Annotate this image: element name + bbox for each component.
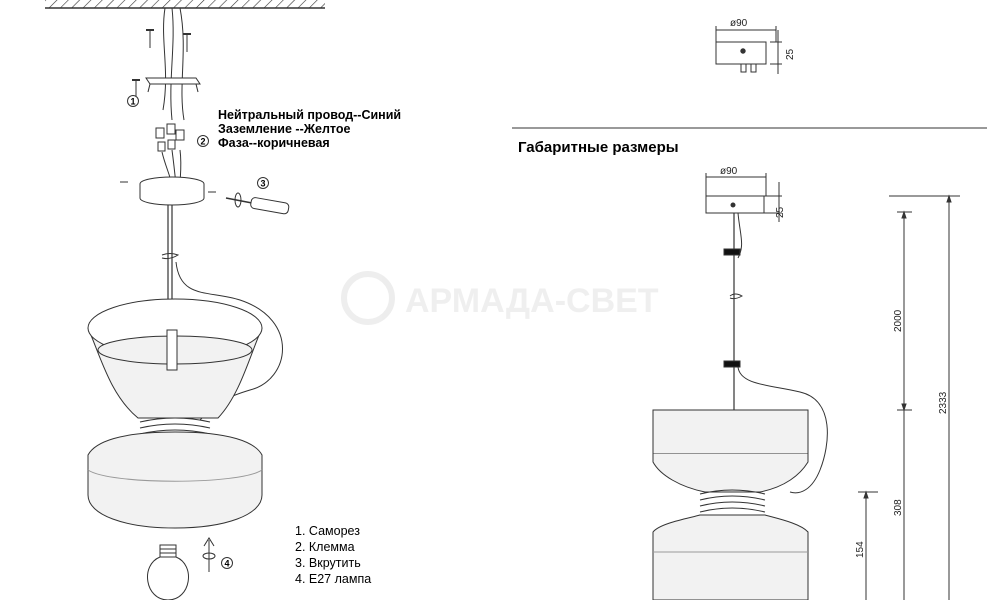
screwdriver-icon bbox=[225, 192, 290, 215]
dimension-drawing bbox=[652, 173, 960, 600]
ceiling-wire bbox=[162, 7, 167, 111]
parts-list-item: 2. Клемма bbox=[295, 540, 355, 554]
shade-spring bbox=[699, 489, 766, 513]
wiring-legend: Нейтральный провод--Синий Заземление --Ж… bbox=[218, 108, 401, 150]
ceiling-wire bbox=[179, 7, 185, 121]
rotate-arrow-icon bbox=[202, 537, 216, 572]
step-marker-3 bbox=[257, 177, 269, 189]
legend-phase: Фаза--коричневая bbox=[218, 136, 330, 150]
step-marker-4 bbox=[221, 557, 233, 569]
step-markers: 1 2 3 4 bbox=[130, 97, 265, 569]
dim-lower-height: 154 bbox=[855, 541, 866, 558]
dim-canopy-height-main: 25 bbox=[775, 206, 786, 218]
watermark-logo bbox=[341, 271, 395, 325]
cable-clip bbox=[723, 360, 741, 368]
watermark: АРМАДА-СВЕТ bbox=[341, 271, 659, 325]
dim-diameter: ø90 bbox=[720, 166, 738, 177]
power-wire bbox=[737, 366, 828, 494]
step-number: 3 bbox=[260, 179, 265, 189]
dim-canopy-diameter: ø90 bbox=[730, 18, 748, 29]
screw-icon bbox=[132, 79, 140, 96]
dim-canopy-height: 25 bbox=[785, 48, 796, 60]
dim-shade-height: 308 bbox=[893, 499, 904, 516]
ceiling-hatch bbox=[45, 0, 325, 8]
mounting-bracket bbox=[145, 77, 201, 85]
canopy-detail bbox=[715, 26, 782, 74]
step-marker-1 bbox=[127, 95, 139, 107]
terminal-block bbox=[155, 123, 185, 152]
dim-cable-length: 2000 bbox=[893, 309, 904, 332]
section-title: Габаритные размеры bbox=[518, 139, 679, 156]
legend-ground: Заземление --Желтое bbox=[218, 122, 351, 136]
step-marker-2 bbox=[197, 135, 209, 147]
ceiling-wire bbox=[170, 7, 174, 121]
parts-list-item: 3. Вкрутить bbox=[295, 556, 361, 570]
dim-total-height: 2333 bbox=[938, 391, 949, 414]
assembly-drawing bbox=[45, 0, 325, 600]
step-number: 2 bbox=[200, 137, 205, 147]
step-number: 4 bbox=[224, 559, 229, 569]
parts-list: 1. Саморез 2. Клемма 3. Вкрутить 4. E27 … bbox=[295, 524, 371, 586]
step-number: 1 bbox=[130, 97, 135, 107]
legend-neutral: Нейтральный провод--Синий bbox=[218, 108, 401, 122]
parts-list-item: 4. E27 лампа bbox=[295, 572, 371, 586]
canopy-body bbox=[139, 184, 205, 206]
cable-clip bbox=[723, 248, 741, 256]
screw-icon bbox=[183, 33, 191, 52]
lower-shade bbox=[652, 514, 809, 600]
bulb-icon bbox=[147, 544, 189, 600]
upper-shade bbox=[652, 409, 809, 455]
lower-shade bbox=[87, 431, 263, 529]
screw-icon bbox=[146, 29, 154, 48]
watermark-text: АРМАДА-СВЕТ bbox=[405, 282, 659, 320]
parts-list-item: 1. Саморез bbox=[295, 524, 360, 538]
